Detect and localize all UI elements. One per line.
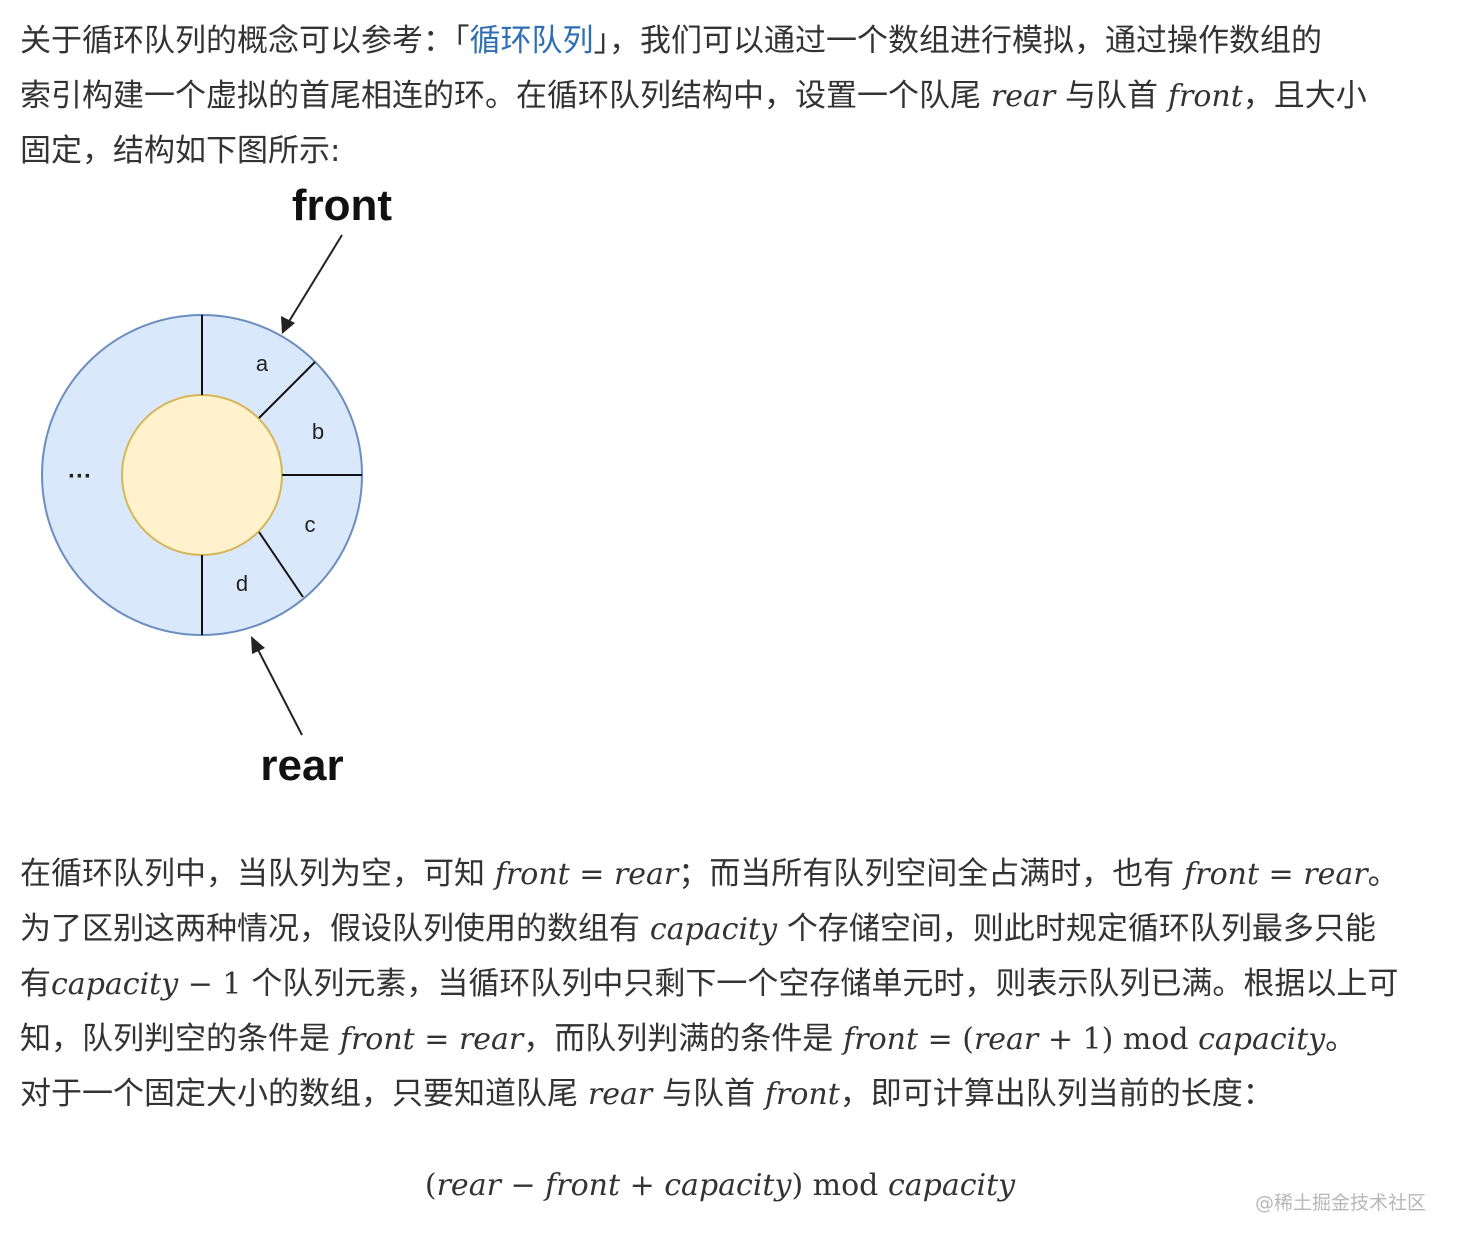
math-capacity: capacity: [649, 912, 778, 947]
math-minus-one: − 1: [178, 967, 242, 1002]
cell-c: c: [305, 512, 316, 537]
math-front-eq-rear: front = rear: [1184, 857, 1368, 892]
math-front: front: [764, 1077, 840, 1112]
body-line-5: 对于一个固定大小的数组，只要知道队尾 rear 与队首 front，即可计算出队…: [20, 1067, 1430, 1122]
divider: [258, 531, 304, 598]
inner-circle: [121, 394, 283, 556]
math-front: front: [545, 1168, 621, 1203]
math-rear: rear: [973, 1022, 1039, 1057]
intro-line-1: 关于循环队列的概念可以参考：「循环队列」，我们可以通过一个数组进行模拟，通过操作…: [20, 14, 1430, 69]
math-capacity: capacity: [887, 1168, 1016, 1203]
intro-paragraph: 关于循环队列的概念可以参考：「循环队列」，我们可以通过一个数组进行模拟，通过操作…: [20, 14, 1430, 179]
cell-ellipsis: ···: [68, 463, 92, 490]
body-line-3: 有capacity − 1 个队列元素，当循环队列中只剩下一个空存储单元时，则表…: [20, 957, 1430, 1012]
math-rear: rear: [990, 79, 1056, 114]
front-label: front: [292, 181, 393, 230]
body-text: 知，队列判空的条件是: [20, 1021, 330, 1057]
rear-arrow: [253, 641, 303, 736]
front-arrowhead: [281, 316, 295, 334]
math-rear: rear: [436, 1168, 501, 1203]
math-capacity: capacity: [664, 1168, 792, 1203]
math-rear: rear: [587, 1077, 653, 1112]
math-op: = (: [918, 1022, 974, 1057]
body-line-2: 为了区别这两种情况，假设队列使用的数组有 capacity 个存储空间，则此时规…: [20, 902, 1430, 957]
body-text: 个队列元素，当循环队列中只剩下一个空存储单元时，则表示队列已满。根据以上可: [251, 966, 1399, 1002]
body-paragraph: 在循环队列中，当队列为空，可知 front = rear；而当所有队列空间全占满…: [20, 847, 1430, 1122]
body-text: 。: [1325, 1021, 1357, 1057]
body-line-1: 在循环队列中，当队列为空，可知 front = rear；而当所有队列空间全占满…: [20, 847, 1430, 902]
circular-queue-link[interactable]: 循环队列: [469, 23, 594, 59]
watermark: @稀土掘金技术社区: [1254, 1192, 1426, 1214]
body-text: 。: [1367, 856, 1399, 892]
cell-d: d: [236, 571, 248, 596]
cell-b: b: [312, 419, 324, 444]
math-op: −: [500, 1168, 546, 1203]
body-text: 与队首: [662, 1076, 756, 1112]
length-formula: (rear − front + capacity) mod capacity: [0, 1160, 1440, 1211]
body-text: 为了区别这两种情况，假设队列使用的数组有: [20, 911, 640, 947]
intro-text: 与队首: [1065, 78, 1159, 114]
math-front: front: [843, 1022, 919, 1057]
math-op: + 1) mod: [1038, 1022, 1199, 1057]
math-front-eq-rear: front = rear: [494, 857, 679, 892]
math-capacity: capacity: [1198, 1022, 1326, 1057]
cell-a: a: [256, 351, 269, 376]
front-arrow: [284, 234, 343, 329]
body-text: ，即可计算出队列当前的长度：: [839, 1076, 1274, 1112]
body-text: 在循环队列中，当队列为空，可知: [20, 856, 485, 892]
math-op: +: [620, 1168, 665, 1203]
body-line-4: 知，队列判空的条件是 front = rear，而队列判满的条件是 front …: [20, 1012, 1430, 1067]
divider: [258, 361, 316, 419]
body-text: ，而队列判满的条件是: [523, 1021, 834, 1057]
math-front: front: [1167, 79, 1243, 114]
math-capacity: capacity: [51, 967, 179, 1002]
body-text: ；而当所有队列空间全占满时，也有: [678, 856, 1175, 892]
math-op: ) mod: [791, 1168, 888, 1203]
rear-label: rear: [260, 741, 343, 790]
body-text: 个存储空间，则此时规定循环队列最多只能: [786, 911, 1376, 947]
intro-text: ，且大小: [1242, 78, 1367, 114]
math-front-eq-rear: front = rear: [339, 1022, 524, 1057]
body-text: 对于一个固定大小的数组，只要知道队尾: [20, 1076, 578, 1112]
math-paren: (: [424, 1168, 437, 1203]
rear-arrowhead: [251, 636, 265, 654]
intro-line-3: 固定，结构如下图所示:: [20, 133, 341, 169]
body-text: 有: [20, 966, 51, 1002]
circular-queue-diagram: front a b c d ··· rear: [41, 181, 393, 790]
intro-text: 索引构建一个虚拟的首尾相连的环。在循环队列结构中，设置一个队尾: [20, 78, 981, 114]
intro-text: 关于循环队列的概念可以参考：「: [20, 23, 470, 59]
intro-text: 」，我们可以通过一个数组进行模拟，通过操作数组的: [593, 23, 1323, 59]
intro-line-2: 索引构建一个虚拟的首尾相连的环。在循环队列结构中，设置一个队尾 rear 与队首…: [20, 69, 1430, 124]
